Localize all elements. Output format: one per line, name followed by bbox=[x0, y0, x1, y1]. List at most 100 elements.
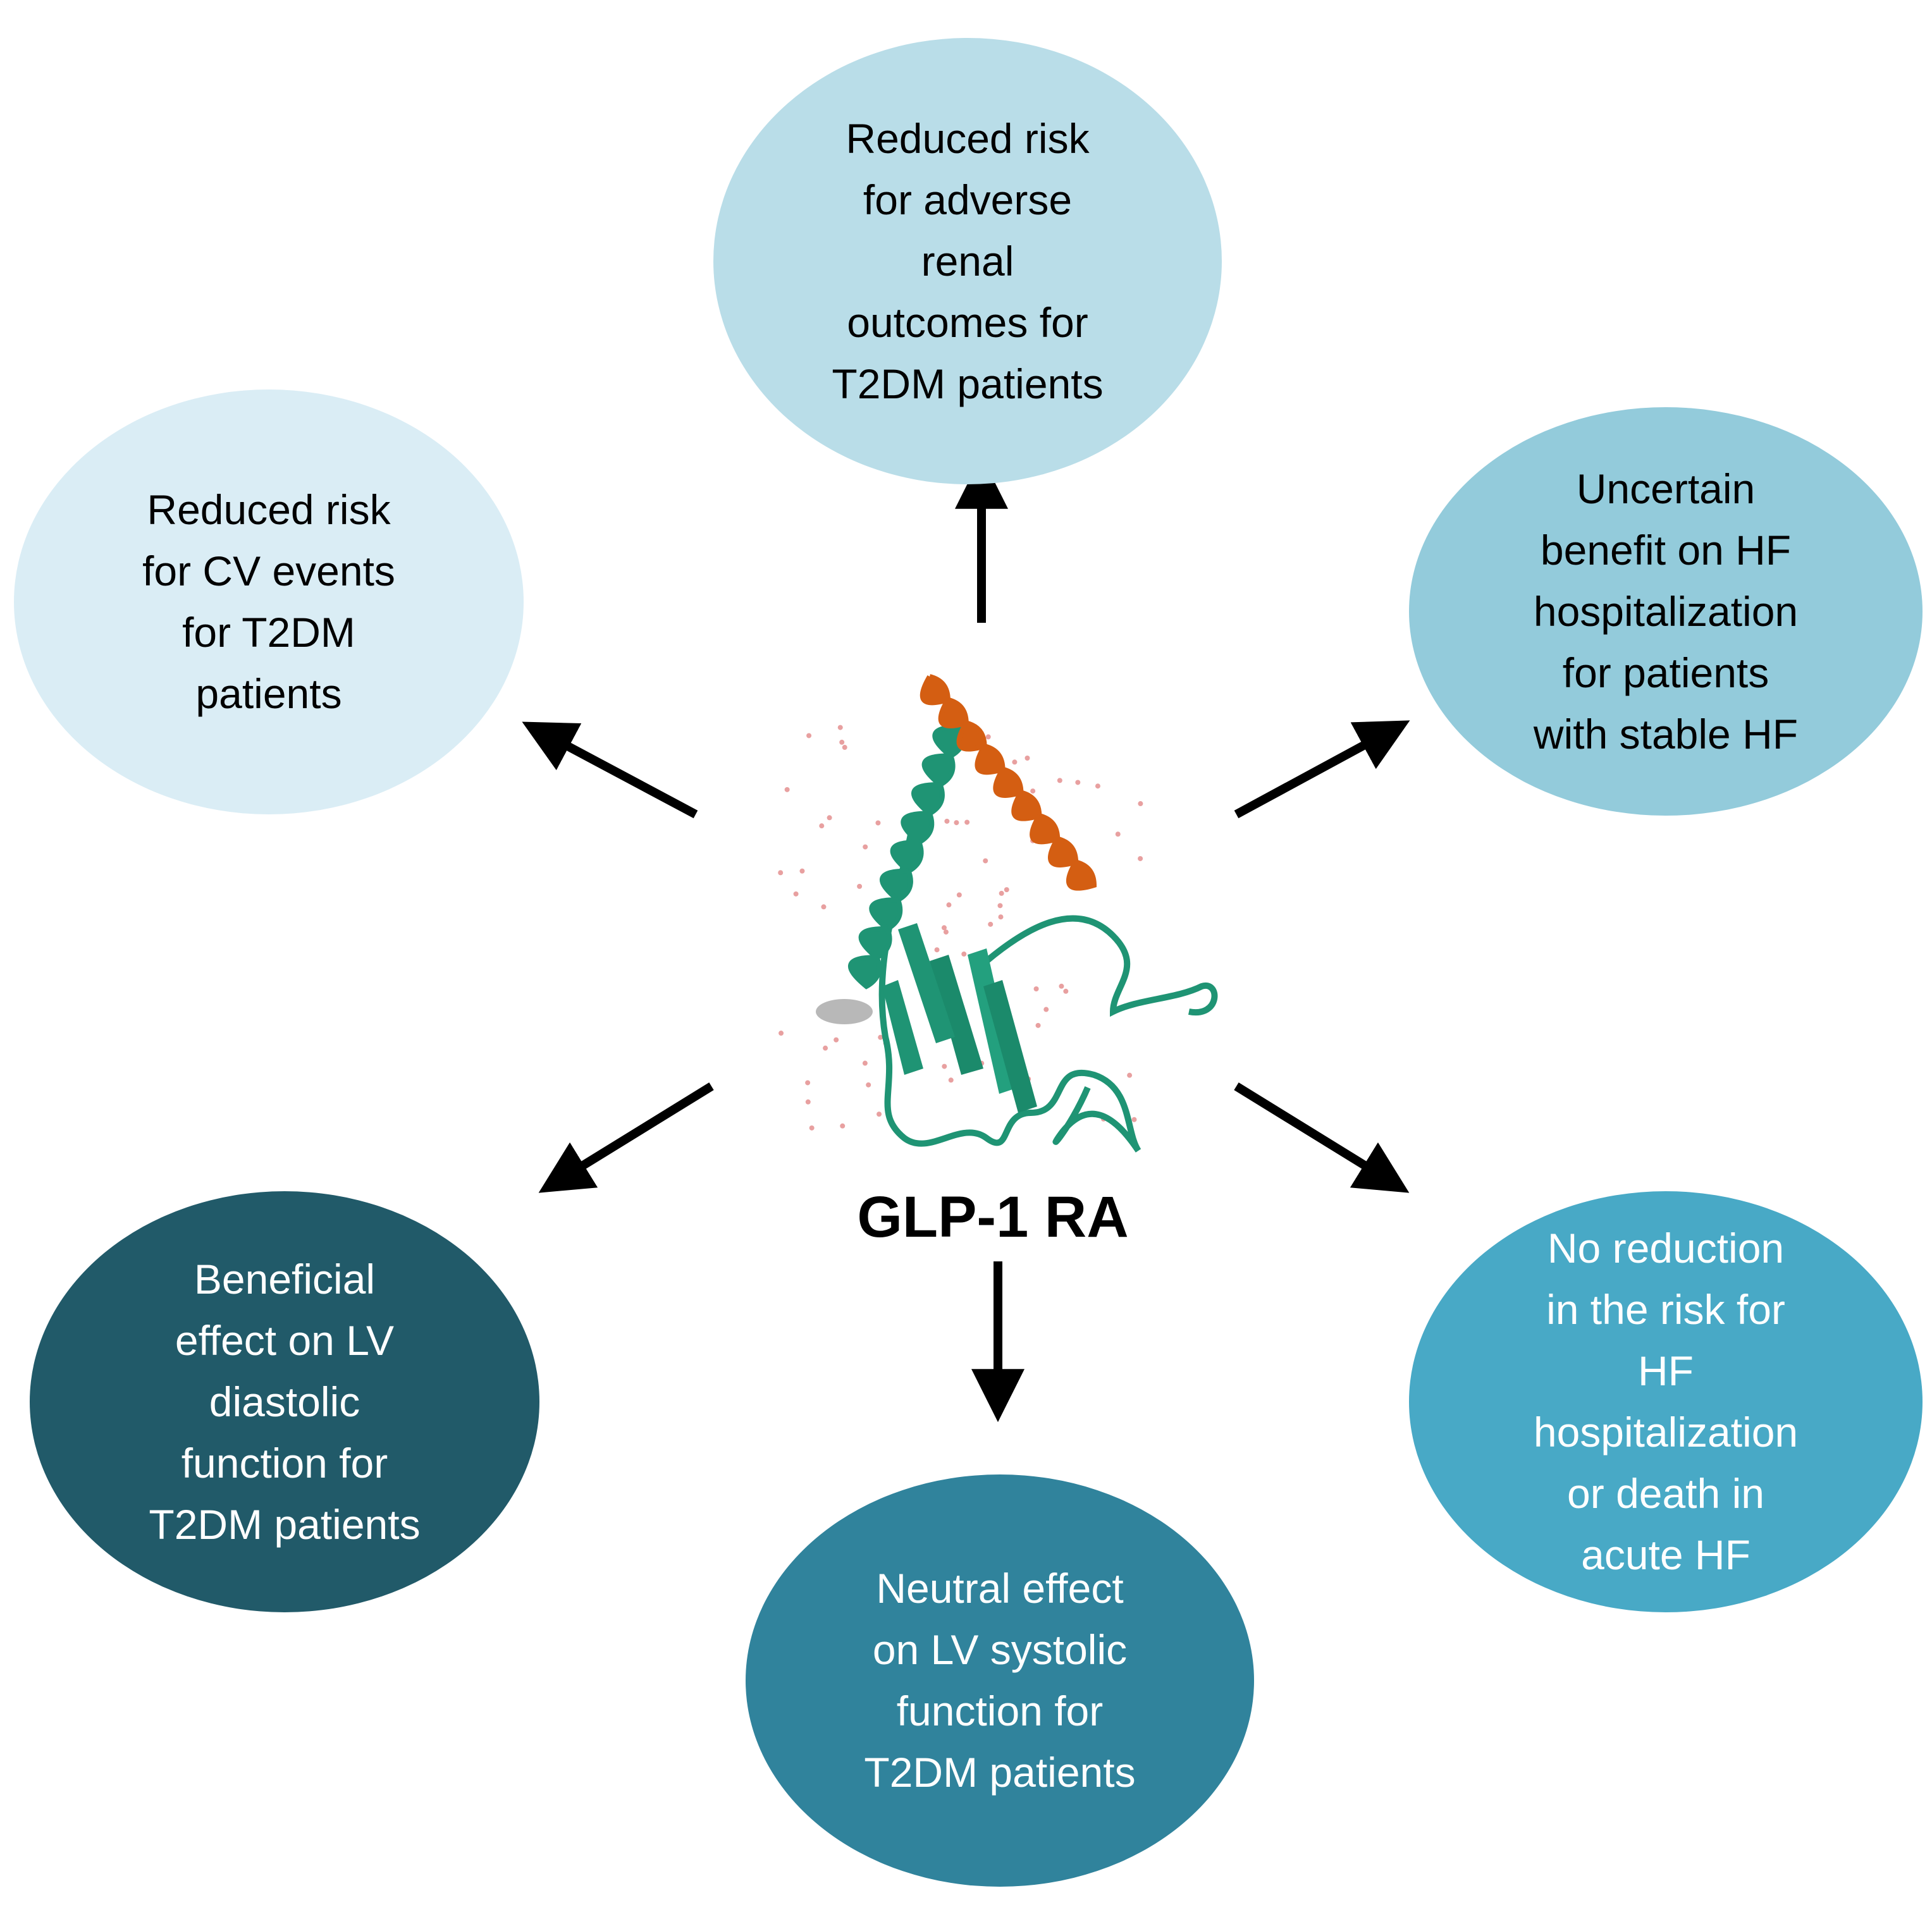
protein-dot bbox=[840, 1123, 846, 1129]
helix-turn bbox=[938, 697, 969, 729]
protein-dot bbox=[793, 891, 799, 897]
protein-dot bbox=[1012, 759, 1018, 765]
protein-dot bbox=[1075, 780, 1081, 785]
protein-dot bbox=[1035, 1022, 1041, 1028]
protein-dot bbox=[934, 947, 940, 953]
protein-dot bbox=[823, 1045, 828, 1051]
helix-turn bbox=[956, 720, 987, 752]
protein-dot bbox=[842, 745, 847, 751]
helix-turn bbox=[1011, 790, 1042, 821]
protein-loop bbox=[878, 834, 1218, 1153]
protein-ligand bbox=[816, 999, 873, 1024]
protein-dot bbox=[809, 1125, 815, 1131]
protein-dot bbox=[821, 904, 827, 910]
protein-dot bbox=[784, 787, 790, 792]
protein-dot bbox=[1131, 1117, 1137, 1122]
helix-turn bbox=[1066, 859, 1097, 891]
protein-dot bbox=[954, 820, 959, 826]
protein-dot bbox=[956, 892, 962, 898]
protein-beta-strand bbox=[898, 923, 955, 1043]
protein-dot bbox=[863, 844, 868, 850]
protein-dot bbox=[1095, 783, 1100, 789]
protein-dot bbox=[948, 1077, 954, 1083]
arrow-to-left bbox=[522, 721, 698, 819]
bubble-acute-hf-text: No reduction in the risk for HF hospital… bbox=[1533, 1225, 1799, 1578]
protein-dot bbox=[819, 823, 825, 829]
protein-dot bbox=[944, 818, 950, 824]
protein-dot bbox=[857, 883, 863, 889]
protein-dot bbox=[997, 903, 1003, 909]
protein-dot bbox=[1115, 831, 1121, 837]
protein-beta-strand bbox=[882, 980, 923, 1075]
protein-structure-illustration bbox=[778, 674, 1218, 1153]
protein-beta-strand bbox=[983, 980, 1037, 1113]
protein-dot bbox=[1024, 756, 1030, 761]
protein-orange-helix bbox=[920, 674, 1097, 891]
protein-dot bbox=[961, 951, 967, 957]
helix-turn bbox=[880, 868, 913, 904]
helix-turn bbox=[869, 897, 903, 932]
protein-green-helix bbox=[848, 724, 966, 990]
protein-dot bbox=[998, 914, 1004, 920]
bubble-lv-diastolic: Beneficial effect on LV diastolic functi… bbox=[30, 1191, 539, 1612]
protein-dot bbox=[941, 925, 947, 931]
helix-turn bbox=[858, 926, 892, 961]
bubble-lv-diastolic-text: Beneficial effect on LV diastolic functi… bbox=[149, 1255, 421, 1548]
protein-dot bbox=[1004, 887, 1009, 893]
protein-dot bbox=[805, 1099, 811, 1105]
protein-dot bbox=[877, 1112, 882, 1117]
helix-turn bbox=[901, 811, 935, 846]
helix-turn bbox=[920, 674, 951, 706]
protein-dot bbox=[983, 858, 988, 864]
protein-dot bbox=[999, 890, 1004, 896]
protein-dot bbox=[778, 1031, 784, 1036]
protein-dot bbox=[834, 1037, 839, 1043]
protein-dot bbox=[1043, 1007, 1049, 1012]
bubble-acute-hf: No reduction in the risk for HF hospital… bbox=[1409, 1191, 1923, 1612]
protein-dot bbox=[1138, 855, 1143, 861]
protein-dot bbox=[1057, 778, 1062, 783]
bubble-stable-hf-text: Uncertain benefit on HF hospitalization … bbox=[1533, 465, 1799, 757]
protein-dot bbox=[1059, 983, 1064, 989]
protein-dot bbox=[1063, 988, 1069, 994]
protein-dot bbox=[862, 1060, 868, 1066]
arrow-to-bottom-right bbox=[1234, 1082, 1410, 1193]
protein-dot bbox=[878, 1034, 883, 1040]
center-label: GLP-1 RA bbox=[857, 1185, 1129, 1249]
protein-dot bbox=[1138, 801, 1143, 807]
protein-beta-strand bbox=[930, 955, 983, 1075]
bubble-renal-outcomes: Reduced risk for adverse renal outcomes … bbox=[713, 38, 1222, 484]
protein-dot bbox=[943, 929, 949, 935]
helix-turn bbox=[975, 744, 1006, 775]
helix-turn bbox=[890, 840, 924, 874]
helix-turn bbox=[1047, 836, 1079, 868]
protein-dot bbox=[827, 815, 832, 821]
protein-dot bbox=[805, 1080, 811, 1086]
protein-dot bbox=[1030, 788, 1036, 794]
bubble-cv-events: Reduced risk for CV events for T2DM pati… bbox=[14, 389, 524, 814]
bubble-stable-hf: Uncertain benefit on HF hospitalization … bbox=[1409, 407, 1923, 816]
protein-dot bbox=[837, 725, 843, 730]
bubble-lv-systolic: Neutral effect on LV systolic function f… bbox=[746, 1474, 1254, 1887]
protein-dot bbox=[946, 902, 952, 908]
helix-turn bbox=[848, 955, 882, 990]
protein-dot bbox=[866, 1082, 871, 1088]
helix-turn bbox=[993, 766, 1024, 799]
bubble-lv-systolic-text: Neutral effect on LV systolic function f… bbox=[864, 1565, 1136, 1796]
protein-dot bbox=[985, 734, 991, 740]
bubble-renal-outcomes-text: Reduced risk for adverse renal outcomes … bbox=[832, 114, 1104, 407]
protein-dot bbox=[988, 921, 994, 927]
protein-dot bbox=[839, 739, 845, 745]
protein-dot bbox=[778, 870, 784, 876]
protein-dot bbox=[875, 820, 881, 826]
protein-dot bbox=[1127, 1072, 1133, 1078]
helix-turn bbox=[921, 753, 956, 788]
helix-turn bbox=[1030, 813, 1061, 845]
protein-dot bbox=[806, 733, 812, 738]
protein-dot bbox=[964, 819, 970, 825]
protein-dot bbox=[942, 1063, 947, 1069]
helix-turn bbox=[911, 782, 945, 817]
protein-dot bbox=[799, 868, 805, 874]
